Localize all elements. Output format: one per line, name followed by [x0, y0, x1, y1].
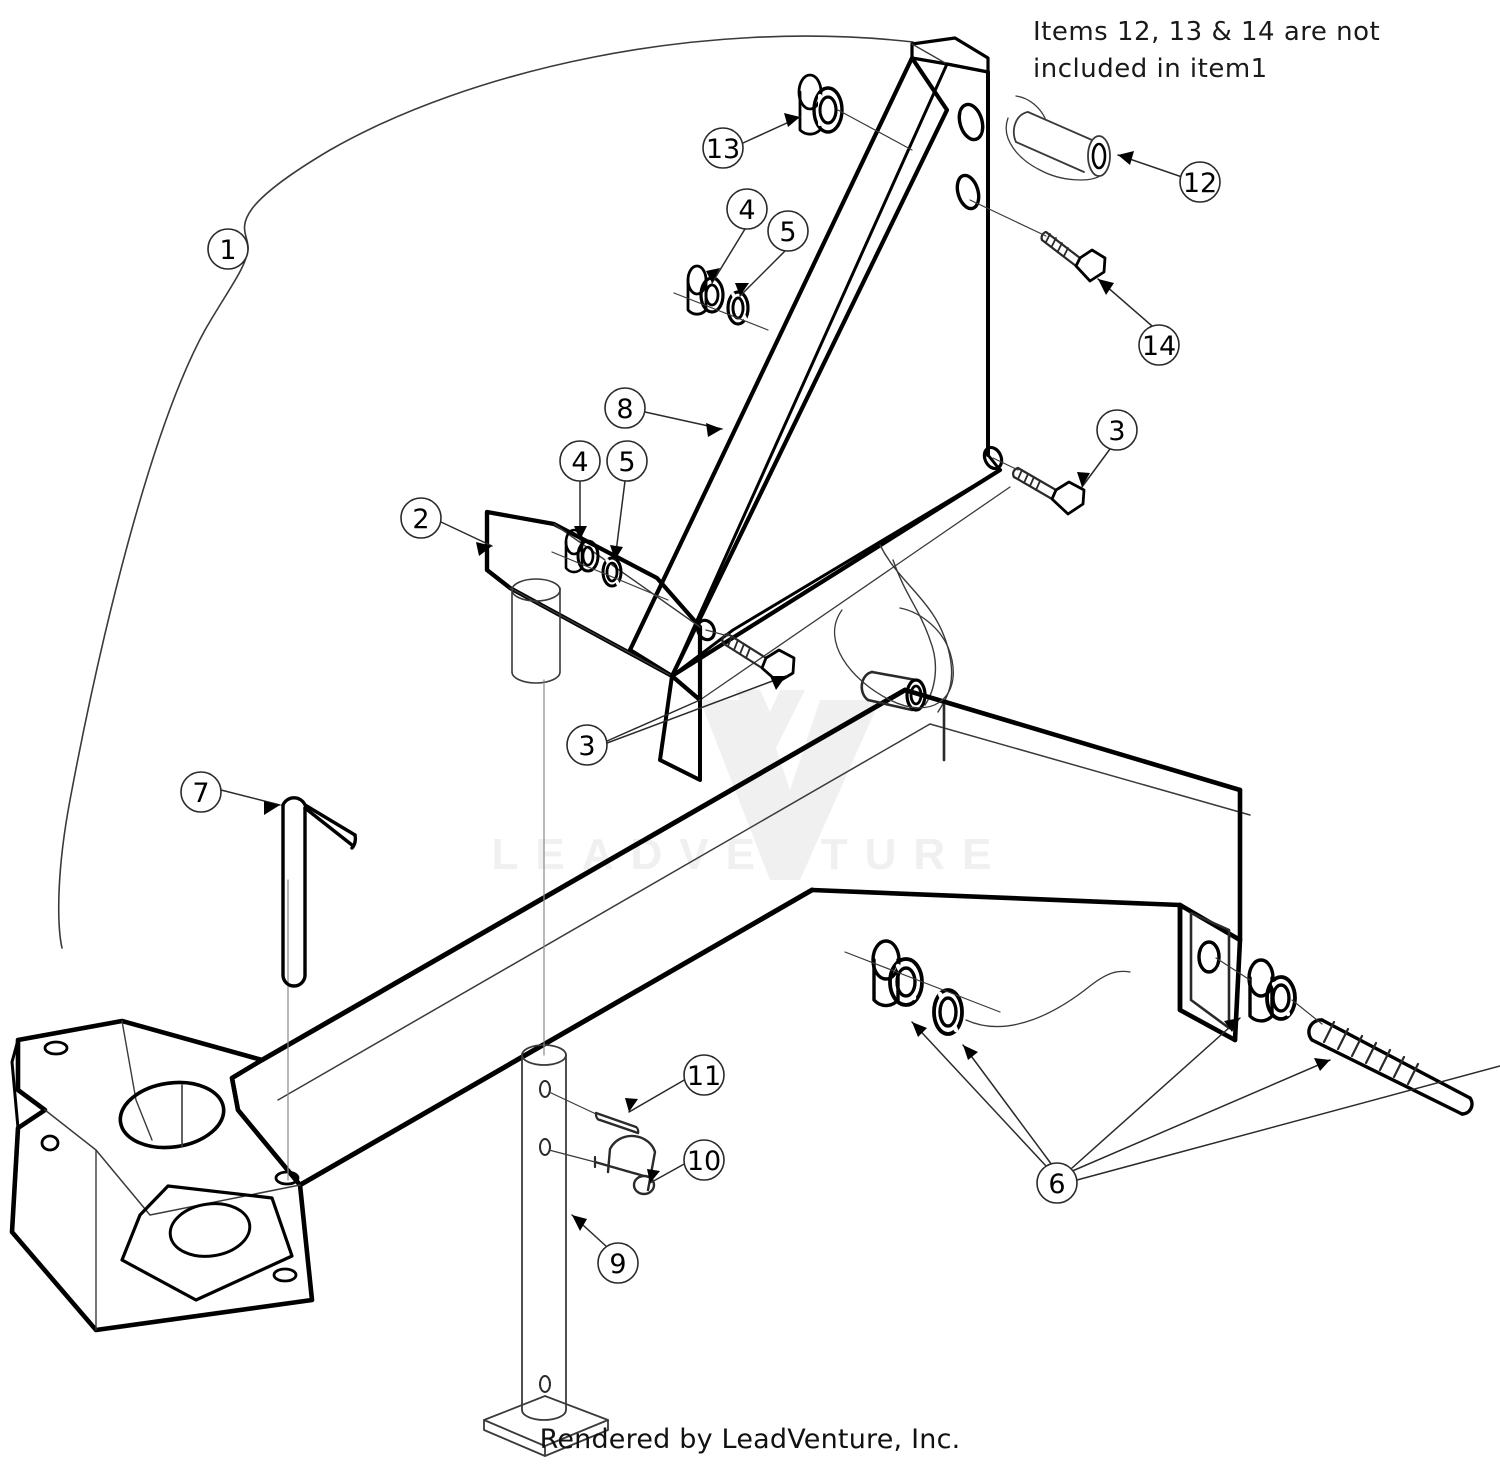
callout-4-upper[interactable]: 4 [726, 188, 768, 230]
callout-4-lower-label: 4 [571, 447, 588, 478]
leader-3-lower [606, 675, 787, 744]
callout-1-label: 1 [219, 235, 236, 266]
leader-3-lower-branch [606, 699, 701, 742]
callout-3-upper-label: 3 [1108, 416, 1125, 447]
bushing-item13 [797, 73, 913, 151]
leader-6-nut-right [1071, 1017, 1241, 1169]
hex-bolt-item3-upper [992, 457, 1086, 516]
callout-4-upper-label: 4 [738, 195, 755, 226]
callout-5-upper-label: 5 [779, 217, 796, 248]
jack-sleeve [511, 578, 561, 684]
pivot-sleeve [833, 607, 954, 762]
receiver-tube-hole [1197, 940, 1221, 974]
leader-5-upper [739, 250, 786, 297]
callout-5-lower-label: 5 [618, 447, 635, 478]
hex-nut-item4-lower [564, 528, 600, 574]
callout-7-label: 7 [192, 778, 209, 809]
jack-post-hole-foot [539, 1375, 551, 1393]
leader-2 [440, 521, 493, 547]
long-threaded-bolt [1291, 999, 1474, 1116]
callout-12-label: 12 [1183, 168, 1217, 199]
callout-9-label: 9 [609, 1249, 626, 1280]
callout-9[interactable]: 9 [597, 1242, 639, 1284]
callout-10[interactable]: 10 [683, 1139, 725, 1181]
callout-8[interactable]: 8 [604, 387, 646, 429]
lock-washer-item5-upper [726, 290, 750, 326]
item1-boundary-line [57, 35, 914, 949]
lynch-pin [548, 1134, 657, 1196]
leader-6-bolt-arrow [1069, 1059, 1331, 1173]
hex-bolt-item3-lower [705, 629, 796, 684]
v-logo-icon [700, 690, 880, 880]
callout-11-label: 11 [687, 1061, 721, 1092]
leader-6-bolt [1076, 1065, 1500, 1181]
callout-12[interactable]: 12 [1179, 161, 1221, 203]
leader-3-upper [1081, 448, 1111, 488]
callout-13[interactable]: 13 [702, 127, 744, 169]
callout-1[interactable]: 1 [207, 228, 249, 270]
callout-3-lower-label: 3 [578, 731, 595, 762]
jack-post-hole-lower [539, 1138, 551, 1156]
lock-washer-item5-lower [601, 556, 623, 588]
callout-13-label: 13 [706, 134, 740, 165]
leader-6-washer-left [962, 1044, 1053, 1166]
nut-item6-right [1215, 957, 1297, 1023]
watermark-text: LEADVENTURE [491, 830, 1009, 879]
callout-3-upper[interactable]: 3 [1096, 409, 1138, 451]
callout-8-label: 8 [616, 394, 633, 425]
nut-item6-left [871, 939, 924, 1008]
hex-bolt-item14 [969, 199, 1107, 283]
callout-14-label: 14 [1142, 331, 1176, 362]
callout-bubbles: 1 2 3 3 4 4 5 [180, 127, 1221, 1284]
spacer-sleeve-item12 [1005, 95, 1111, 181]
callout-6[interactable]: 6 [1036, 1162, 1078, 1204]
callout-6-label: 6 [1048, 1169, 1065, 1200]
coupler-main-bore [118, 1080, 226, 1150]
callout-5-lower[interactable]: 5 [606, 440, 648, 482]
callout-14[interactable]: 14 [1138, 324, 1180, 366]
coupler-hole-side [40, 1134, 60, 1152]
coupler-hole-top-left [43, 1040, 69, 1056]
brace-plate-hole-bottom-right [982, 445, 1004, 471]
callout-5-upper[interactable]: 5 [767, 210, 809, 252]
leader-lines [220, 113, 1500, 1248]
callout-11[interactable]: 11 [683, 1054, 725, 1096]
hitch-coupler-plate [9, 1018, 315, 1333]
coupler-hole-right [274, 1170, 300, 1186]
hitch-pin [281, 796, 358, 988]
jack-foot-plate [483, 1395, 609, 1457]
callout-2-label: 2 [412, 504, 429, 535]
brace-plate-hole-upper [957, 102, 985, 142]
callout-7[interactable]: 7 [180, 771, 222, 813]
exclusion-note: Items 12, 13 & 14 are not included in it… [1033, 17, 1381, 84]
roll-pin [548, 1091, 640, 1135]
leader-4-upper [711, 228, 746, 284]
callout-3-lower[interactable]: 3 [566, 724, 608, 766]
brace-plate-hole-lower [955, 173, 981, 211]
callout-2[interactable]: 2 [400, 497, 442, 539]
hex-nut-item4-upper [686, 264, 725, 316]
leader-11 [628, 1078, 687, 1113]
main-square-tube-beam [229, 687, 1251, 1188]
jack-post-hole-upper [539, 1080, 551, 1098]
coupler-hole-bottom [272, 1267, 298, 1283]
callout-10-label: 10 [687, 1146, 721, 1177]
lock-washer-item6-left [932, 988, 964, 1036]
leader-6-nut-left [911, 1021, 1047, 1167]
jack-post [287, 679, 609, 1457]
leader-7 [220, 789, 281, 806]
callout-4-lower[interactable]: 4 [559, 440, 601, 482]
leader-10 [649, 1162, 687, 1184]
render-credit: Rendered by LeadVenture, Inc. [539, 1424, 961, 1455]
